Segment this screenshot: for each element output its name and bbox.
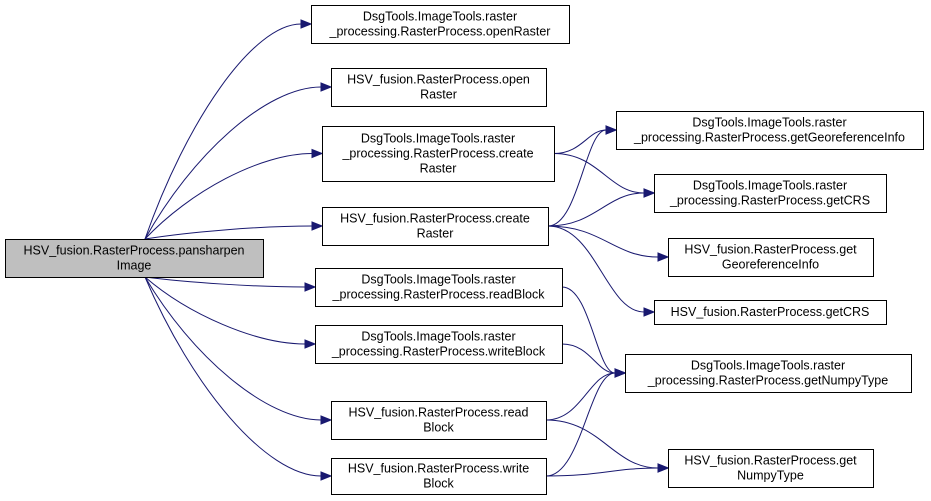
node-label-line: HSV_fusion.RasterProcess.create — [340, 212, 530, 226]
node-label-line: DsgTools.ImageTools.raster — [691, 359, 845, 373]
edge-root-to-n7 — [144, 276, 322, 421]
node-n2[interactable]: HSV_fusion.RasterProcess.openRaster — [331, 68, 547, 107]
node-label-line: HSV_fusion.RasterProcess.write — [348, 462, 529, 476]
node-label-line: HSV_fusion.RasterProcess.getCRS — [671, 305, 870, 319]
node-label-line: HSV_fusion.RasterProcess.read — [349, 406, 529, 420]
edge-root-to-n3 — [144, 153, 313, 240]
node-label-line: _processing.RasterProcess.getNumpyType — [647, 374, 888, 388]
node-label-line: Raster — [417, 227, 454, 241]
edge-n3-to-n9 — [553, 129, 607, 154]
edge-root-to-n4 — [144, 225, 313, 240]
node-box — [331, 401, 547, 440]
edge-n4-to-n9 — [547, 129, 607, 227]
edge-n4-to-n11 — [547, 225, 659, 258]
node-box — [668, 238, 874, 277]
node-box — [311, 5, 570, 44]
node-box — [668, 449, 874, 488]
node-label-line: _processing.RasterProcess.getCRS — [669, 194, 870, 208]
node-n11[interactable]: HSV_fusion.RasterProcess.getGeoreference… — [668, 238, 874, 277]
node-label-line: _processing.RasterProcess.openRaster — [329, 25, 551, 39]
node-n6[interactable]: DsgTools.ImageTools.raster_processing.Ra… — [315, 325, 563, 364]
edge-n7-to-n13 — [545, 372, 616, 421]
arrowhead-root-to-n6 — [304, 339, 317, 349]
node-label-line: DsgTools.ImageTools.raster — [363, 10, 517, 24]
node-label-line: DsgTools.ImageTools.raster — [361, 132, 515, 146]
node-label-line: _processing.RasterProcess.create — [341, 147, 533, 161]
arrowhead-root-to-n8 — [320, 471, 333, 481]
node-label-line: HSV_fusion.RasterProcess.get — [684, 454, 857, 468]
edge-n8-to-n13 — [545, 372, 616, 477]
nodes-layer: HSV_fusion.RasterProcess.pansharpenImage… — [5, 5, 924, 495]
node-n3[interactable]: DsgTools.ImageTools.raster_processing.Ra… — [322, 126, 555, 182]
node-label-line: _processing.RasterProcess.writeBlock — [331, 345, 546, 359]
arrowhead-root-to-n7 — [320, 415, 333, 425]
edge-root-to-n2 — [144, 86, 322, 240]
arrowhead-n4-to-n9 — [605, 125, 618, 135]
arrowhead-root-to-n2 — [320, 82, 333, 92]
node-box — [331, 458, 547, 495]
edge-root-to-n1 — [144, 23, 302, 240]
node-n5[interactable]: DsgTools.ImageTools.raster_processing.Ra… — [315, 268, 563, 307]
arrowhead-n4-to-n10 — [643, 188, 656, 198]
node-box — [654, 300, 887, 325]
arrowhead-root-to-n4 — [311, 221, 324, 231]
node-n12[interactable]: HSV_fusion.RasterProcess.getCRS — [654, 300, 887, 325]
node-n8[interactable]: HSV_fusion.RasterProcess.writeBlock — [331, 458, 547, 495]
node-n13[interactable]: DsgTools.ImageTools.raster_processing.Ra… — [625, 354, 912, 393]
node-label-line: DsgTools.ImageTools.raster — [361, 273, 515, 287]
edge-n7-to-n14 — [545, 419, 659, 469]
node-label-line: Raster — [420, 88, 457, 102]
node-box — [315, 325, 563, 364]
edge-root-to-n5 — [144, 276, 306, 288]
node-box — [331, 68, 547, 107]
edge-n4-to-n12 — [547, 225, 645, 313]
node-label-line: NumpyType — [737, 469, 804, 483]
node-label-line: Block — [423, 477, 454, 491]
node-box — [315, 268, 563, 307]
edge-n3-to-n10 — [553, 153, 645, 194]
node-label-line: GeoreferenceInfo — [722, 258, 819, 272]
node-box — [625, 354, 912, 393]
node-n7[interactable]: HSV_fusion.RasterProcess.readBlock — [331, 401, 547, 440]
node-label-line: HSV_fusion.RasterProcess.pansharpen — [24, 244, 245, 258]
node-label-line: DsgTools.ImageTools.raster — [692, 116, 846, 130]
node-box — [322, 126, 555, 182]
edge-root-to-n8 — [144, 276, 322, 477]
node-box — [616, 111, 924, 150]
node-n10[interactable]: DsgTools.ImageTools.raster_processing.Ra… — [654, 174, 887, 213]
node-box — [654, 174, 887, 213]
node-label-line: DsgTools.ImageTools.raster — [693, 179, 847, 193]
node-label-line: HSV_fusion.RasterProcess.get — [684, 243, 857, 257]
node-label-line: Raster — [420, 162, 457, 176]
node-label-line: _processing.RasterProcess.getGeoreferenc… — [633, 131, 905, 145]
edge-n6-to-n13 — [561, 343, 616, 374]
node-box — [322, 207, 549, 246]
arrowhead-root-to-n3 — [311, 148, 324, 159]
arrowhead-root-to-n1 — [300, 19, 313, 29]
arrowhead-root-to-n5 — [304, 282, 317, 292]
arrowhead-n4-to-n12 — [643, 307, 656, 317]
edges-layer — [144, 19, 670, 481]
edge-n8-to-n14 — [545, 467, 659, 477]
edge-root-to-n6 — [144, 276, 306, 345]
node-n9[interactable]: DsgTools.ImageTools.raster_processing.Ra… — [616, 111, 924, 150]
node-box — [5, 239, 264, 278]
node-label-line: _processing.RasterProcess.readBlock — [332, 288, 546, 302]
edge-n4-to-n10 — [547, 192, 645, 227]
arrowhead-n4-to-n11 — [657, 252, 670, 262]
edge-n5-to-n13 — [561, 286, 616, 374]
node-n1[interactable]: DsgTools.ImageTools.raster_processing.Ra… — [311, 5, 570, 44]
node-n14[interactable]: HSV_fusion.RasterProcess.getNumpyType — [668, 449, 874, 488]
arrowhead-n8-to-n14 — [657, 463, 670, 473]
node-label-line: Block — [423, 421, 454, 435]
node-label-line: DsgTools.ImageTools.raster — [361, 330, 515, 344]
node-label-line: HSV_fusion.RasterProcess.open — [347, 73, 530, 87]
arrowhead-n8-to-n13 — [614, 368, 627, 378]
node-label-line: Image — [117, 259, 152, 273]
